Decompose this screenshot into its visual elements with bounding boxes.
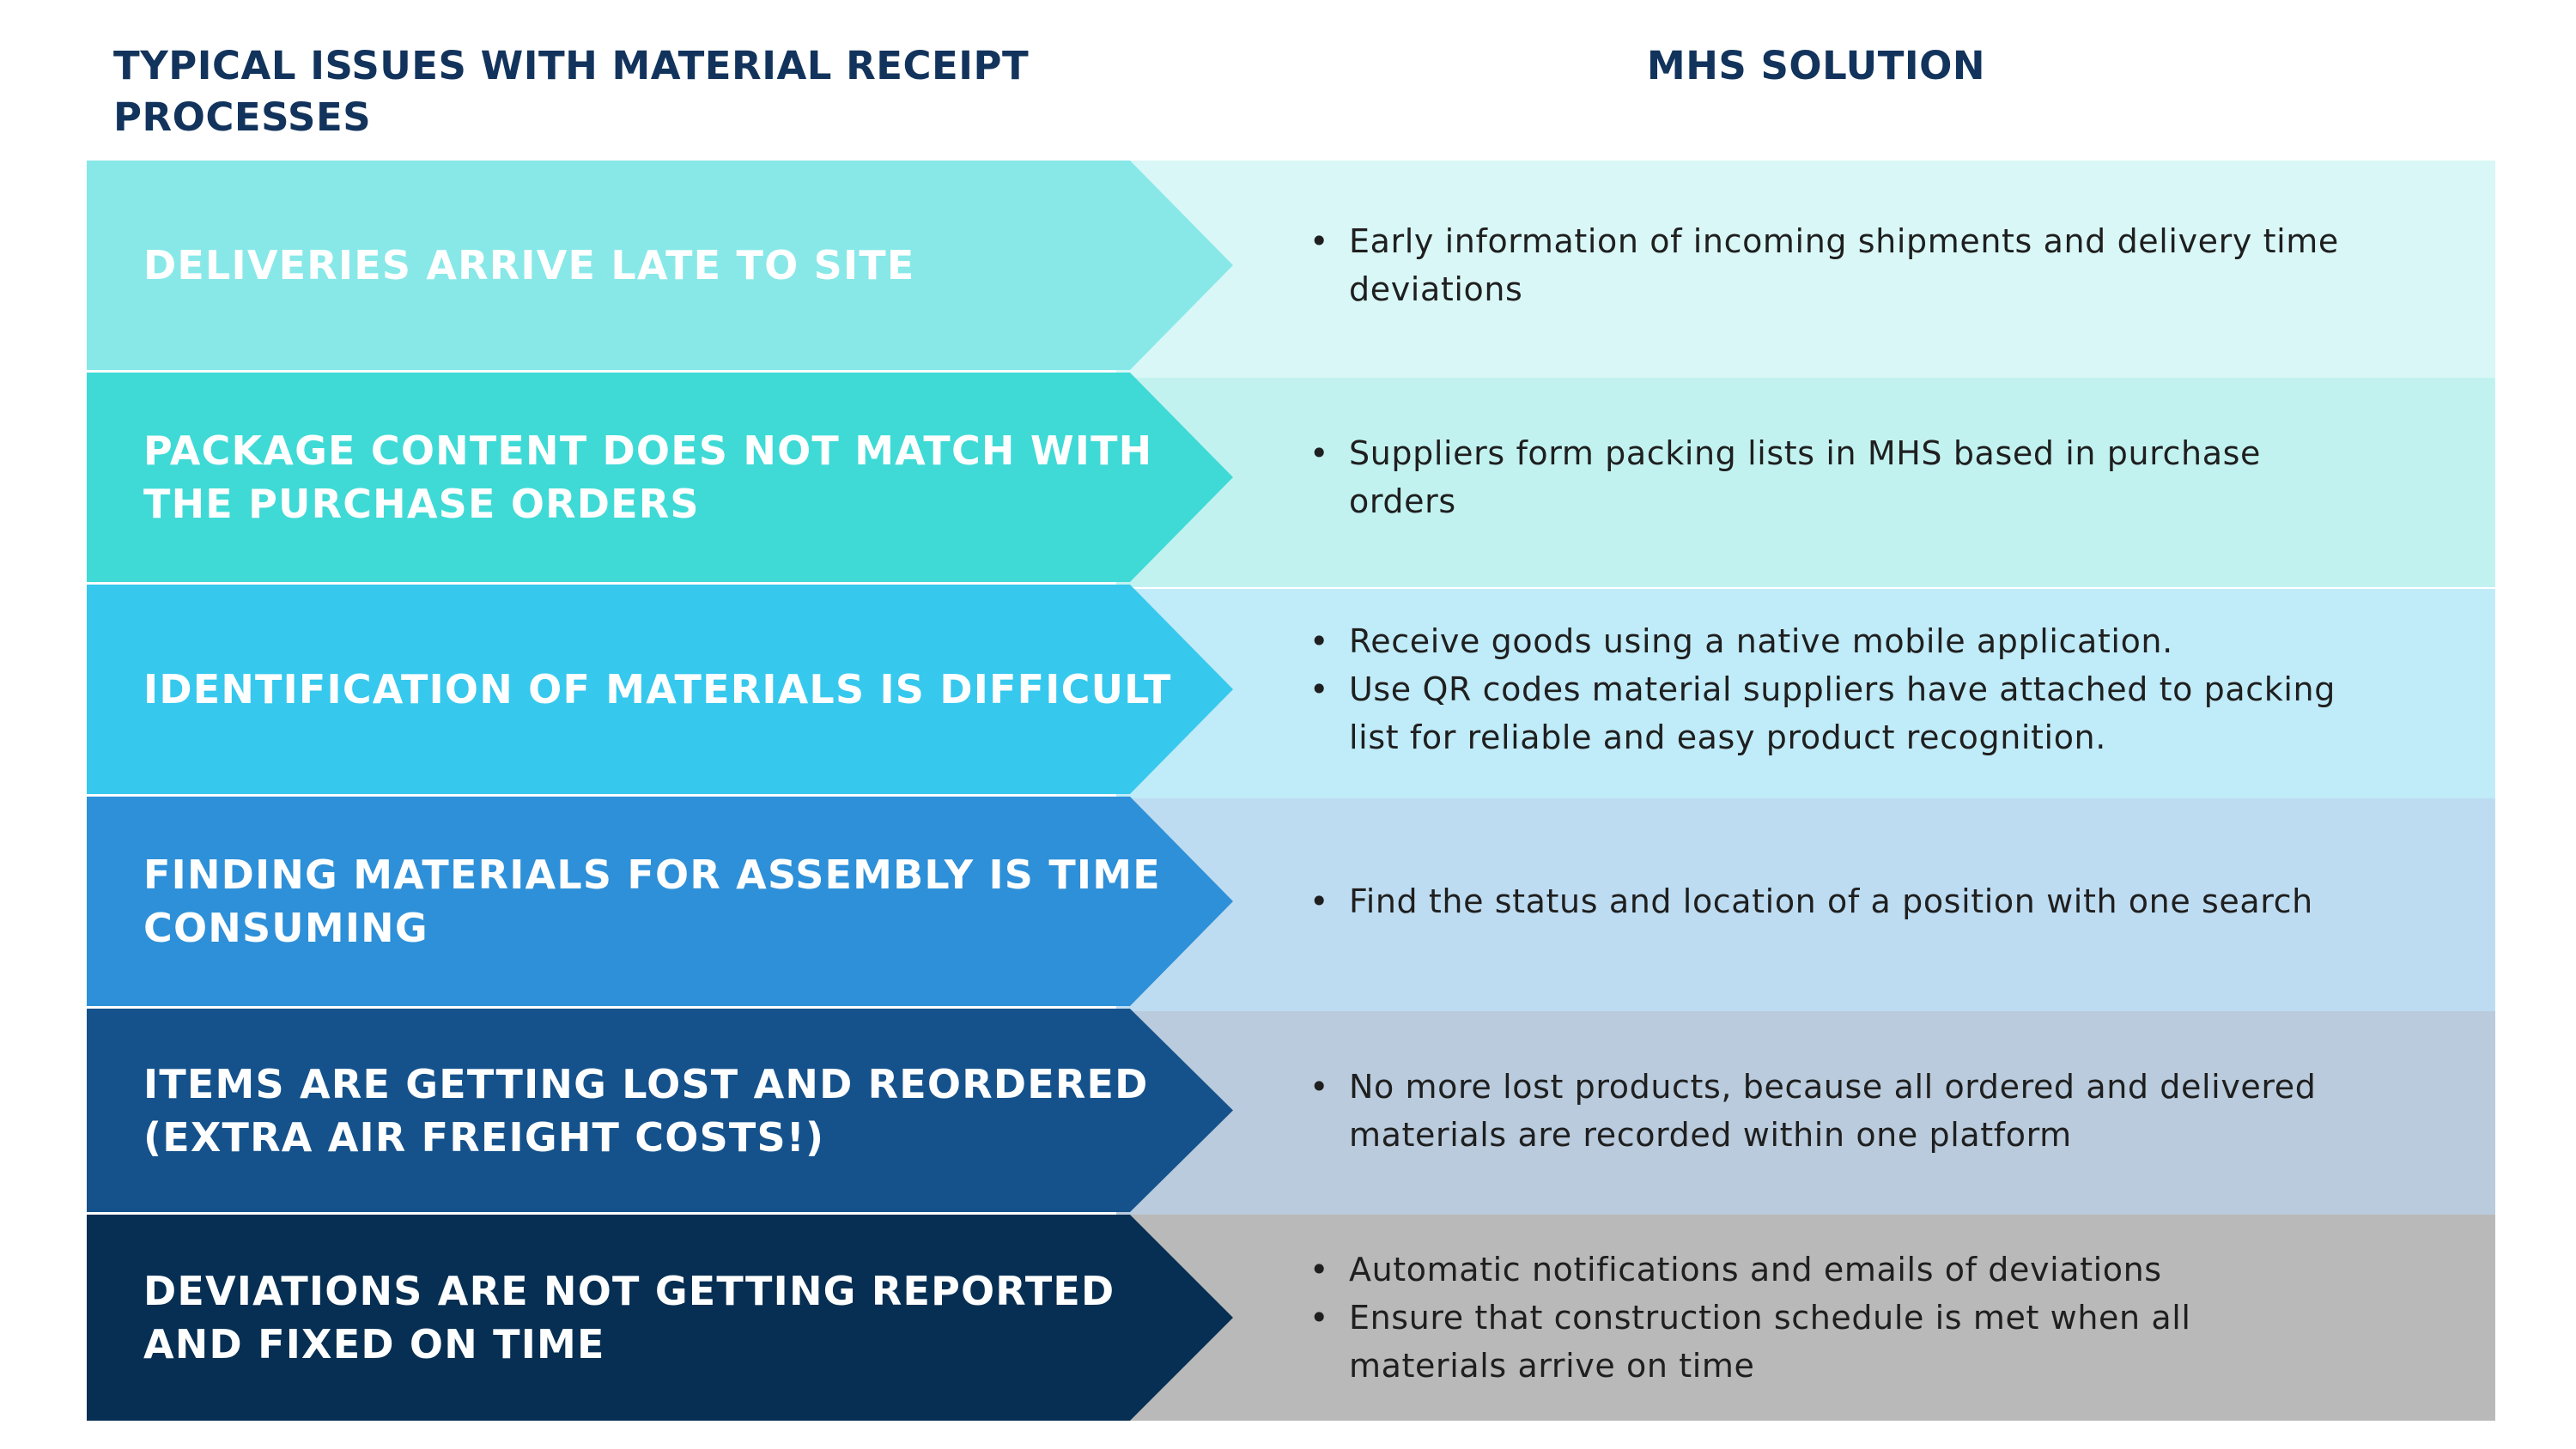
issue-label: PACKAGE CONTENT DOES NOT MATCH WITH THE …	[143, 427, 1153, 527]
issue-label: IDENTIFICATION OF MATERIALS IS DIFFICULT	[143, 666, 1172, 712]
solution-bullet-list: • Automatic notifications and emails of d…	[1308, 1246, 2355, 1390]
bullet-dot-icon: •	[1309, 1251, 1330, 1288]
issue-text: PACKAGE CONTENT DOES NOT MATCH WITH THE …	[143, 373, 1200, 582]
solution-bullet-text: Early information of incoming shipments …	[1349, 222, 2339, 308]
solution-bullet-item: • Receive goods using a native mobile app…	[1308, 617, 2355, 665]
solution-bullet-list: • No more lost products, because all orde…	[1308, 1063, 2355, 1159]
issue-arrow: DEVIATIONS ARE NOT GETTING REPORTED AND …	[87, 1215, 1233, 1421]
issue-solution-row: FINDING MATERIALS FOR ASSEMBLY IS TIME C…	[0, 797, 2576, 1011]
solution-bullet-text: Find the status and location of a positi…	[1349, 882, 2313, 920]
issue-text: FINDING MATERIALS FOR ASSEMBLY IS TIME C…	[143, 797, 1200, 1006]
issue-arrow: ITEMS ARE GETTING LOST AND REORDERED (EX…	[87, 1009, 1233, 1212]
issue-arrow: IDENTIFICATION OF MATERIALS IS DIFFICULT	[87, 585, 1233, 794]
solution-text: • No more lost products, because all orde…	[1308, 1009, 2355, 1212]
solution-bullet-text: No more lost products, because all order…	[1349, 1067, 2317, 1154]
issue-arrow: PACKAGE CONTENT DOES NOT MATCH WITH THE …	[87, 373, 1233, 582]
issue-text: DEVIATIONS ARE NOT GETTING REPORTED AND …	[143, 1215, 1200, 1421]
bullet-dot-icon: •	[1309, 1067, 1330, 1106]
issue-arrow: FINDING MATERIALS FOR ASSEMBLY IS TIME C…	[87, 797, 1233, 1006]
solution-bullet-item: • Use QR codes material suppliers have at…	[1308, 665, 2355, 761]
solution-bullet-list: • Receive goods using a native mobile app…	[1308, 617, 2355, 761]
solution-bullet-item: • Find the status and location of a posit…	[1308, 877, 2355, 925]
solution-bullet-item: • No more lost products, because all orde…	[1308, 1063, 2355, 1159]
issue-text: IDENTIFICATION OF MATERIALS IS DIFFICULT	[143, 585, 1200, 794]
solution-bullet-text: Suppliers form packing lists in MHS base…	[1349, 434, 2261, 520]
issues-column-header: TYPICAL ISSUES WITH MATERIAL RECEIPT PRO…	[113, 43, 1030, 140]
bullet-dot-icon: •	[1309, 882, 1330, 920]
solution-text: • Suppliers form packing lists in MHS bas…	[1308, 373, 2355, 582]
solution-bullet-list: • Find the status and location of a posit…	[1308, 877, 2355, 925]
issue-arrow: DELIVERIES ARRIVE LATE TO SITE	[87, 161, 1233, 370]
solution-text: • Find the status and location of a posit…	[1308, 797, 2355, 1006]
issue-solution-row: PACKAGE CONTENT DOES NOT MATCH WITH THE …	[0, 373, 2576, 587]
issue-label: DELIVERIES ARRIVE LATE TO SITE	[143, 242, 915, 288]
solution-panel	[1116, 1215, 2495, 1421]
solution-panel	[1116, 1011, 2495, 1215]
solution-bullet-list: • Suppliers form packing lists in MHS bas…	[1308, 429, 2355, 525]
issue-label: FINDING MATERIALS FOR ASSEMBLY IS TIME C…	[143, 852, 1161, 951]
solution-panel	[1116, 589, 2495, 798]
bullet-dot-icon: •	[1309, 670, 1330, 708]
issue-solution-row: ITEMS ARE GETTING LOST AND REORDERED (EX…	[0, 1009, 2576, 1215]
solution-bullet-list: • Early information of incoming shipments…	[1308, 217, 2355, 313]
solution-panel	[1116, 378, 2495, 587]
bullet-dot-icon: •	[1309, 434, 1330, 472]
solution-column-header: MHS SOLUTION	[1646, 43, 1986, 88]
issue-solution-row: DEVIATIONS ARE NOT GETTING REPORTED AND …	[0, 1215, 2576, 1421]
solution-bullet-item: • Early information of incoming shipments…	[1308, 217, 2355, 313]
bullet-dot-icon: •	[1309, 222, 1330, 260]
bullet-dot-icon: •	[1309, 622, 1330, 660]
solution-bullet-text: Automatic notifications and emails of de…	[1349, 1251, 2162, 1288]
solution-bullet-item: • Ensure that construction schedule is me…	[1308, 1294, 2355, 1390]
solution-bullet-item: • Suppliers form packing lists in MHS bas…	[1308, 429, 2355, 525]
solution-text: • Early information of incoming shipments…	[1308, 161, 2355, 370]
solution-panel	[1116, 161, 2495, 378]
solution-bullet-text: Use QR codes material suppliers have att…	[1349, 670, 2336, 756]
issue-solution-row: DELIVERIES ARRIVE LATE TO SITE • Early inf…	[0, 161, 2576, 378]
solution-bullet-text: Ensure that construction schedule is met…	[1349, 1299, 2191, 1385]
issue-text: DELIVERIES ARRIVE LATE TO SITE	[143, 161, 1200, 370]
bullet-dot-icon: •	[1309, 1299, 1330, 1337]
issue-label: ITEMS ARE GETTING LOST AND REORDERED (EX…	[143, 1060, 1149, 1161]
solution-panel	[1116, 798, 2495, 1011]
issue-solution-row: IDENTIFICATION OF MATERIALS IS DIFFICULT…	[0, 585, 2576, 798]
issue-text: ITEMS ARE GETTING LOST AND REORDERED (EX…	[143, 1009, 1200, 1212]
solution-bullet-text: Receive goods using a native mobile appl…	[1349, 622, 2173, 660]
solution-text: • Receive goods using a native mobile app…	[1308, 585, 2355, 794]
issue-label: DEVIATIONS ARE NOT GETTING REPORTED AND …	[143, 1268, 1115, 1367]
solution-bullet-item: • Automatic notifications and emails of d…	[1308, 1246, 2355, 1294]
solution-text: • Automatic notifications and emails of d…	[1308, 1215, 2355, 1421]
